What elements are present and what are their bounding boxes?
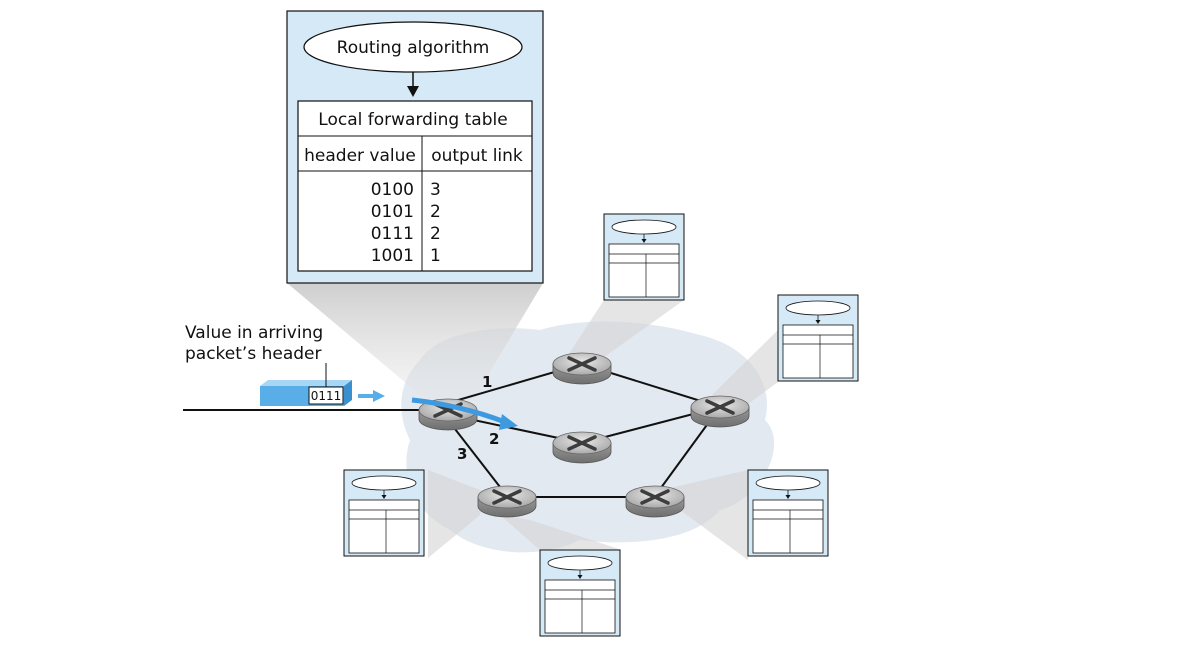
table-cell-link: 2	[430, 224, 441, 244]
table-cell-link: 3	[430, 180, 441, 200]
zoom-wedge-bottom-right	[670, 470, 748, 560]
router-icon	[552, 352, 612, 385]
arriving-packet: 0111	[260, 380, 352, 406]
router-detail-panel: Routing algorithm Local forwarding table…	[286, 10, 544, 284]
router-mini-panel	[777, 294, 859, 382]
routing-algorithm-label: Routing algorithm	[337, 38, 490, 58]
table-cell-header: 0100	[371, 180, 414, 200]
router-icon	[552, 431, 612, 464]
link-label-3: 3	[457, 445, 467, 463]
router-mini-panel	[747, 469, 829, 557]
router-mini-panel	[603, 213, 685, 301]
table-cell-header: 0111	[371, 224, 414, 244]
packet-caption-line2: packet’s header	[185, 344, 321, 364]
router-icon	[477, 485, 537, 518]
forwarding-path-arrow	[411, 397, 506, 425]
zoom-wedge-right	[712, 330, 778, 410]
forwarding-path-arrowhead	[499, 414, 518, 430]
forwarding-table-title: Local forwarding table	[318, 110, 507, 130]
router-mini-panel	[539, 549, 621, 637]
zoom-wedge-bottom	[500, 515, 622, 550]
zoom-wedge-top	[565, 300, 684, 360]
column-header-value: header value	[304, 146, 416, 166]
router-icon	[625, 485, 685, 518]
table-cell-link: 1	[430, 246, 441, 266]
router-mini-panel	[343, 469, 425, 557]
packet-caption-line1: Value in arriving	[185, 323, 323, 343]
packet-header-value: 0111	[311, 389, 342, 403]
link-label-1: 1	[482, 373, 492, 391]
table-cell-header: 0101	[371, 202, 414, 222]
zoom-wedge-main	[287, 283, 543, 405]
table-cell-header: 1001	[371, 246, 414, 266]
column-output-link: output link	[431, 146, 523, 166]
link-label-2: 2	[489, 430, 499, 448]
router-icon	[690, 395, 750, 428]
zoom-wedge-left	[428, 470, 485, 558]
table-cell-link: 2	[430, 202, 441, 222]
forwarding-table	[297, 100, 533, 272]
